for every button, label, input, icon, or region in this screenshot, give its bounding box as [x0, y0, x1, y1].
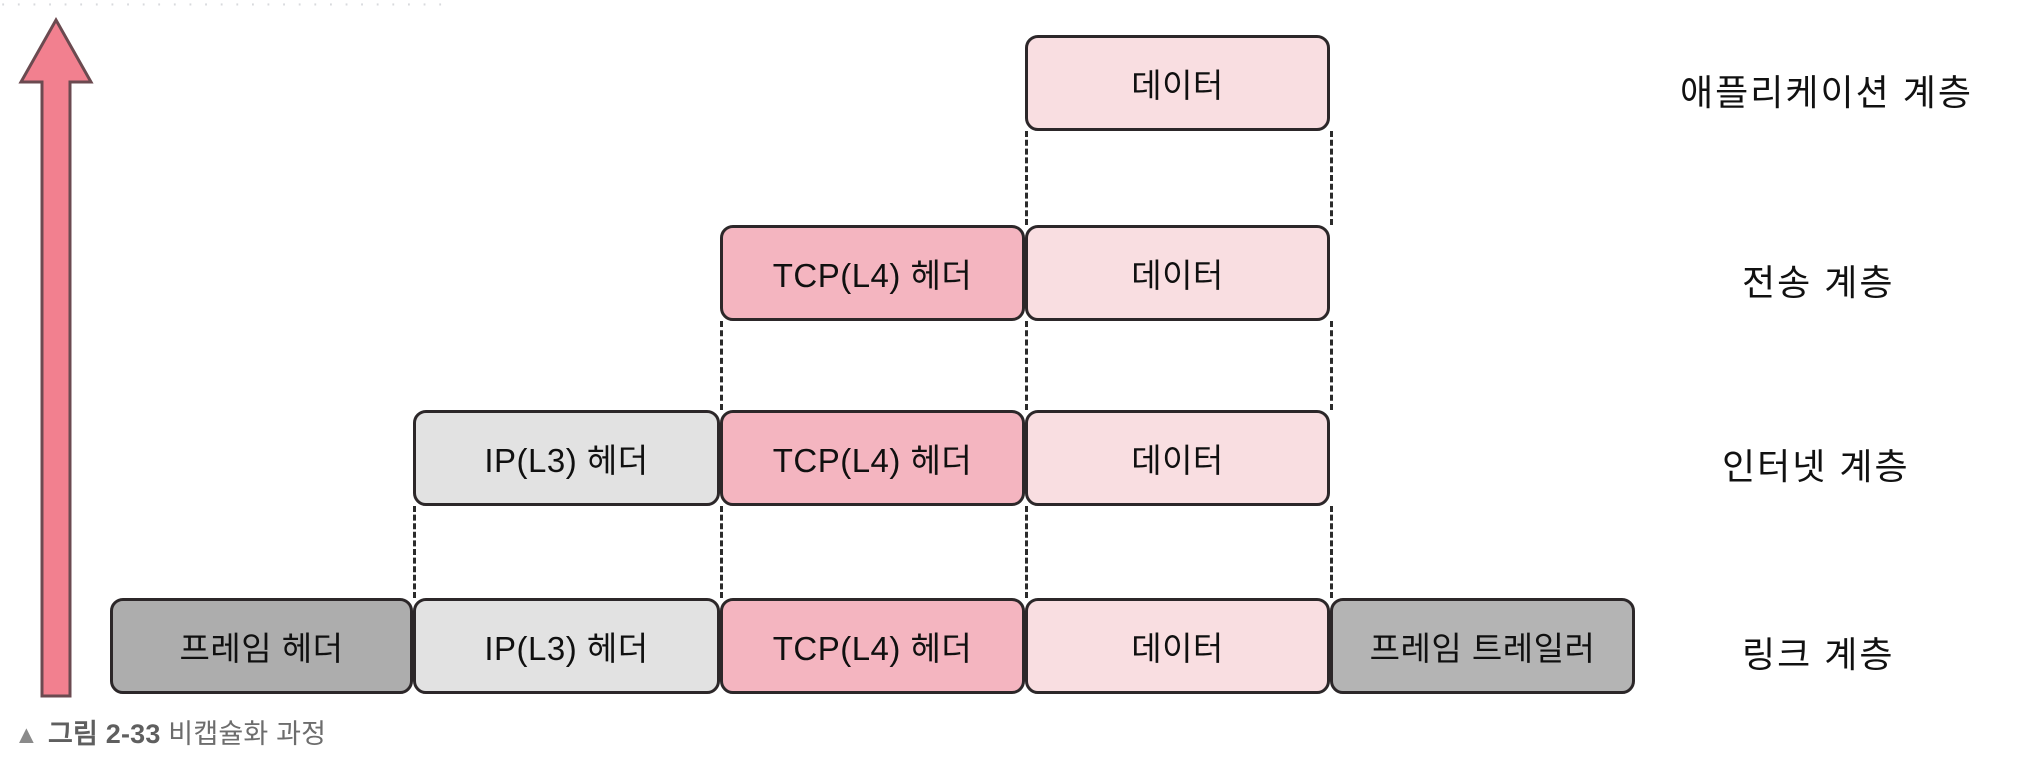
segment-label: 데이터	[1131, 630, 1224, 667]
segment-label: 데이터	[1131, 67, 1224, 104]
connector-data-left-r1-r2	[1025, 131, 1028, 225]
segment-label: 데이터	[1131, 257, 1224, 294]
segment-tcp-header: TCP(L4) 헤더	[720, 598, 1025, 694]
connector-data-right-r1-r2	[1330, 131, 1333, 225]
segment-label: 프레임 헤더	[179, 630, 344, 667]
segment-label: IP(L3) 헤더	[484, 630, 649, 667]
segment-tcp-header: TCP(L4) 헤더	[720, 410, 1025, 506]
segment-tcp-header: TCP(L4) 헤더	[720, 225, 1025, 321]
connector-tcp-left-r3-r4	[720, 506, 723, 598]
segment-data: 데이터	[1025, 35, 1330, 131]
segment-frame-trailer: 프레임 트레일러	[1330, 598, 1635, 694]
connector-data-left-r2-r3	[1025, 321, 1028, 410]
connector-ip-left-r3-r4	[413, 506, 416, 598]
stack-row-internet: IP(L3) 헤더 TCP(L4) 헤더 데이터	[413, 410, 1330, 506]
segment-label: TCP(L4) 헤더	[772, 630, 973, 667]
layer-label-link: 링크 계층	[1742, 634, 1895, 675]
layer-label-transport: 전송 계층	[1742, 262, 1895, 303]
segment-label: TCP(L4) 헤더	[772, 442, 973, 479]
layer-label-internet: 인터넷 계층	[1722, 446, 1910, 487]
segment-ip-header: IP(L3) 헤더	[413, 410, 720, 506]
segment-data: 데이터	[1025, 410, 1330, 506]
cropped-top-text: · · · · · · · · · · · · · · · · · · · · …	[0, 0, 1460, 9]
segment-frame-header: 프레임 헤더	[110, 598, 413, 694]
stack-row-application: 데이터	[1025, 35, 1330, 131]
segment-ip-header: IP(L3) 헤더	[413, 598, 720, 694]
layer-label-application: 애플리케이션 계층	[1680, 72, 1973, 113]
stack-row-link: 프레임 헤더 IP(L3) 헤더 TCP(L4) 헤더 데이터 프레임 트레일러	[110, 598, 1635, 694]
segment-label: TCP(L4) 헤더	[772, 257, 973, 294]
connector-tcp-left-r2-r3	[720, 321, 723, 410]
segment-label: 프레임 트레일러	[1369, 630, 1596, 667]
segment-data: 데이터	[1025, 225, 1330, 321]
stack-row-transport: TCP(L4) 헤더 데이터	[720, 225, 1330, 321]
connector-data-right-r3-r4	[1330, 506, 1333, 598]
connector-data-left-r3-r4	[1025, 506, 1028, 598]
segment-label: IP(L3) 헤더	[484, 442, 649, 479]
decapsulation-direction-arrow	[18, 16, 94, 700]
segment-label: 데이터	[1131, 442, 1224, 479]
connector-data-right-r2-r3	[1330, 321, 1333, 410]
figure-title: 비캡슐화 과정	[160, 719, 327, 749]
figure-caption: ▲ 그림 2-33 비캡슐화 과정	[14, 712, 326, 751]
segment-data: 데이터	[1025, 598, 1330, 694]
figure-number: 그림 2-33	[47, 719, 161, 749]
triangle-up-icon: ▲	[14, 721, 39, 749]
